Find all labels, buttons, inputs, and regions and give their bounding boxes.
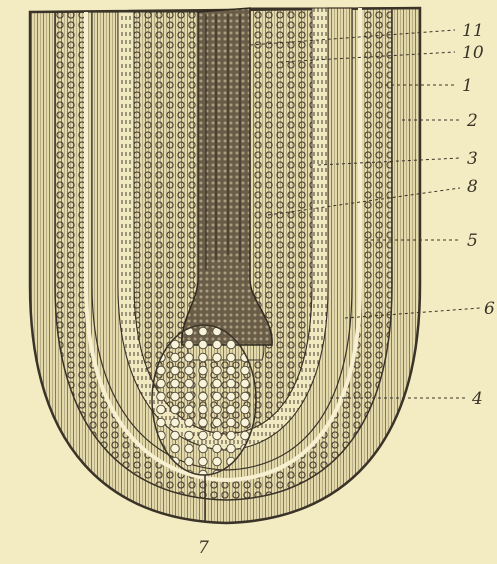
label-3: 3	[467, 149, 478, 169]
dermal-papilla	[152, 325, 256, 475]
label-8: 8	[467, 177, 478, 197]
label-1: 1	[462, 76, 473, 96]
label-10: 10	[462, 43, 484, 63]
label-2: 2	[466, 111, 478, 131]
label-7: 7	[198, 538, 209, 558]
label-5: 5	[467, 231, 478, 251]
label-11: 11	[462, 21, 484, 41]
label-4: 4	[471, 389, 483, 409]
label-6: 6	[484, 299, 495, 319]
